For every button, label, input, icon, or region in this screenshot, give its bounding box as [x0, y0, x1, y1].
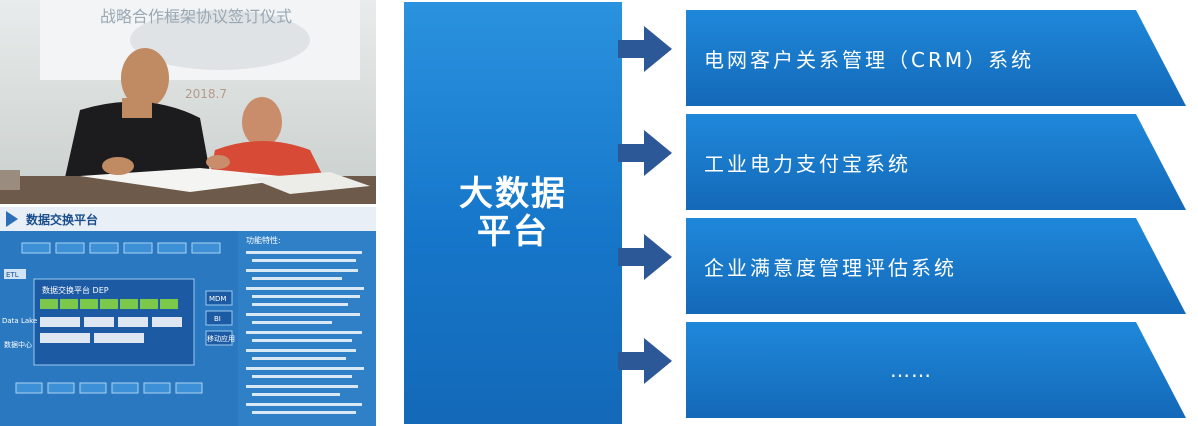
slide-title: 数据交换平台	[26, 212, 98, 227]
signing-ceremony-photo: 战略合作框架协议签订仪式 2018.7	[0, 0, 376, 204]
system-bar-more: ……	[686, 322, 1186, 418]
system-label: 企业满意度管理评估系统	[704, 255, 957, 280]
features-title: 功能特性:	[246, 235, 281, 245]
system-label: 电网客户关系管理（CRM）系统	[704, 47, 1035, 72]
platform-title-line1: 大数据	[459, 174, 567, 214]
platform-title-line2: 平台	[477, 212, 549, 252]
system-label-ellipsis: ……	[890, 358, 932, 382]
system-label: 工业电力支付宝系统	[704, 151, 911, 176]
banner-text: 战略合作框架协议签订仪式	[100, 7, 292, 26]
right-tag-mdm: MDM	[209, 295, 226, 303]
arrow-right-icon	[618, 234, 672, 280]
right-tag-bi: BI	[214, 315, 221, 323]
system-bar-payment: 工业电力支付宝系统	[686, 114, 1186, 210]
left-tag-datacenter: 数据中心	[4, 340, 32, 349]
right-tag-mobile: 移动应用	[207, 334, 235, 343]
big-data-platform-box: 大数据 平台	[404, 2, 622, 424]
left-tag-etl: ETL	[6, 271, 19, 279]
banner-date: 2018.7	[185, 87, 227, 101]
arrow-right-icon	[618, 338, 672, 384]
arrow-right-icon	[618, 26, 672, 72]
platform-title: 大数据 平台	[458, 175, 568, 251]
arrow-right-icon	[618, 130, 672, 176]
system-bar-crm: 电网客户关系管理（CRM）系统	[686, 10, 1186, 106]
data-exchange-slide-photo: 数据交换平台 数据交换平台 DEP ETL Data Lake 数据中心	[0, 207, 376, 426]
system-bar-satisfaction: 企业满意度管理评估系统	[686, 218, 1186, 314]
dep-title: 数据交换平台 DEP	[42, 285, 109, 295]
left-tag-datalake: Data Lake	[2, 317, 37, 325]
